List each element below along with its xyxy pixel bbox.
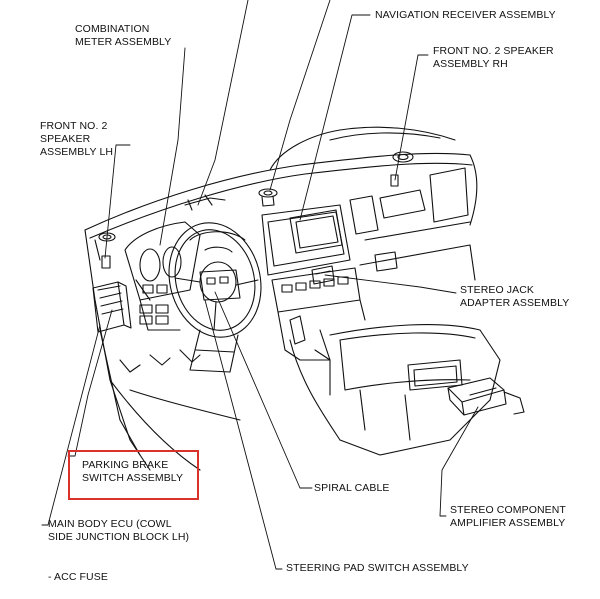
label-front-speaker-rh: FRONT NO. 2 SPEAKER ASSEMBLY RH — [433, 45, 554, 70]
leader-lines — [41, 0, 479, 570]
label-stereo-jack: STEREO JACK ADAPTER ASSEMBLY — [460, 284, 570, 309]
center-console-outline — [284, 315, 501, 456]
navigation-receiver-icon — [289, 209, 343, 254]
label-acc-fuse: - ACC FUSE — [48, 571, 108, 583]
label-spiral-cable: SPIRAL CABLE — [314, 482, 390, 494]
label-front-speaker-lh: FRONT NO. 2 SPEAKER ASSEMBLY LH — [40, 120, 114, 158]
label-stereo-amplifier: STEREO COMPONENT AMPLIFIER ASSEMBLY — [450, 504, 566, 529]
floor-pedals-outline — [109, 349, 241, 471]
stereo-amplifier-icon — [447, 377, 525, 416]
label-navigation-receiver: NAVIGATION RECEIVER ASSEMBLY — [375, 9, 556, 21]
parking-brake-highlight-box — [68, 450, 199, 500]
label-parking-brake: PARKING BRAKE SWITCH ASSEMBLY — [82, 459, 184, 484]
front-speaker-rh-icon — [390, 151, 414, 187]
steering-wheel-icon — [168, 222, 262, 338]
main-body-ecu-icon — [92, 281, 132, 333]
label-steering-pad: STEERING PAD SWITCH ASSEMBLY — [286, 562, 469, 574]
right-dash-outline — [349, 167, 476, 281]
label-main-body-ecu: MAIN BODY ECU (COWL SIDE JUNCTION BLOCK … — [48, 518, 190, 543]
label-combination-meter: COMBINATION METER ASSEMBLY — [75, 23, 172, 48]
stereo-jack-adapter-icon — [311, 265, 335, 285]
combination-meter-icon — [124, 221, 201, 331]
dash-center-speaker-icon — [184, 188, 278, 211]
steering-column-icon — [189, 329, 239, 373]
dashboard-top-outline — [84, 126, 478, 239]
